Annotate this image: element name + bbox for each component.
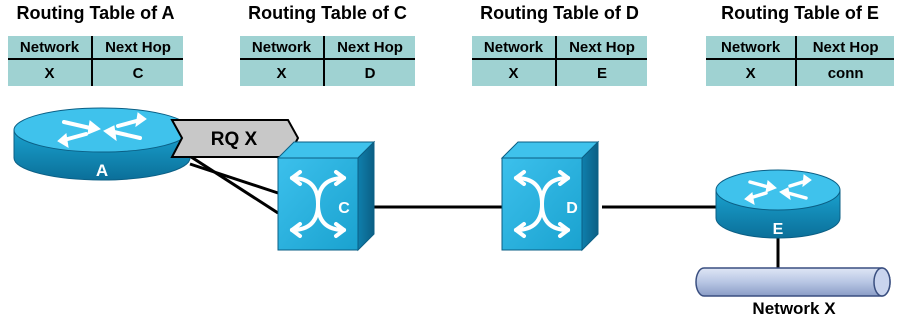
table-header-row: Network Next Hop — [472, 36, 647, 60]
routing-table-title: Routing Table of C — [248, 3, 407, 23]
switch-c-label: C — [338, 200, 350, 217]
network-cell: X — [706, 59, 798, 86]
switch-c-icon: C — [276, 140, 376, 252]
column-header: Next Hop — [556, 36, 647, 60]
next-hop-cell: C — [132, 64, 144, 82]
network-cell: X — [8, 59, 93, 86]
table-header-row: Network Next Hop — [240, 36, 415, 60]
switch-d-label: D — [566, 200, 578, 217]
router-e-label: E — [773, 221, 784, 238]
column-header: Network — [240, 36, 325, 60]
request-label: RQ X — [211, 129, 258, 150]
router-a-icon: A — [13, 107, 191, 181]
request-packet: RQ X — [170, 119, 300, 158]
network-cell: X — [240, 59, 325, 86]
table-row: X conn — [706, 59, 894, 86]
next-hop-cell: conn — [827, 64, 864, 82]
routing-table-d: Routing Table of D Network Next Hop X E — [472, 0, 647, 86]
routing-table-c: Routing Table of C Network Next Hop X D — [240, 0, 415, 86]
router-a-label: A — [96, 161, 108, 180]
table-row: X D — [240, 59, 415, 86]
network-segment-icon — [695, 267, 891, 297]
routing-table-grid: Network Next Hop X conn — [706, 36, 894, 86]
switch-d-icon: D — [500, 140, 600, 252]
table-row: X C — [8, 59, 183, 86]
routing-table-grid: Network Next Hop X C — [8, 36, 183, 86]
routing-table-a: Routing Table of A Network Next Hop X C — [8, 0, 183, 86]
router-e-icon: E — [715, 169, 841, 239]
table-header-row: Network Next Hop — [8, 36, 183, 60]
routing-table-grid: Network Next Hop X D — [240, 36, 415, 86]
routing-table-title: Routing Table of D — [480, 3, 639, 23]
column-header: Network — [8, 36, 93, 60]
column-header: Network — [706, 36, 798, 60]
table-row: X E — [472, 59, 647, 86]
routing-table-title: Routing Table of A — [16, 3, 175, 23]
column-header: Next Hop — [796, 36, 894, 60]
column-header: Network — [472, 36, 557, 60]
table-header-row: Network Next Hop — [706, 36, 894, 60]
routing-table-grid: Network Next Hop X E — [472, 36, 647, 86]
next-hop-cell: E — [596, 64, 607, 82]
network-x-label: Network X — [752, 299, 836, 318]
routing-table-title: Routing Table of E — [721, 3, 879, 23]
routing-table-e: Routing Table of E Network Next Hop X co… — [706, 0, 894, 86]
next-hop-cell: D — [364, 64, 376, 82]
column-header: Next Hop — [324, 36, 415, 60]
column-header: Next Hop — [92, 36, 183, 60]
network-cell: X — [472, 59, 557, 86]
